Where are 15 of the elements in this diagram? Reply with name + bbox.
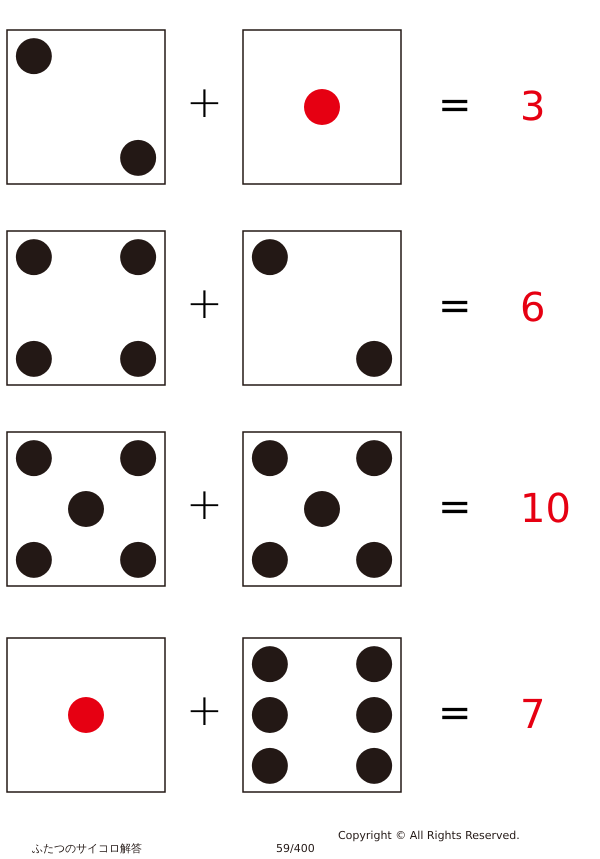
footer-title: ふたつのサイコロ解答 <box>32 843 142 854</box>
equals-sign: = <box>438 85 472 125</box>
answer-number: 3 <box>520 87 546 127</box>
equals-sign: = <box>438 286 472 326</box>
plus-sign: + <box>186 483 223 527</box>
page-number: 59/400 <box>276 843 315 854</box>
equals-sign: = <box>438 487 472 527</box>
plus-sign: + <box>186 282 223 326</box>
equals-sign: = <box>438 693 472 733</box>
plus-sign: + <box>186 689 223 733</box>
answer-number: 6 <box>520 288 546 328</box>
copyright-notice: Copyright © All Rights Reserved. <box>338 830 520 841</box>
answer-number: 10 <box>520 489 571 529</box>
answer-number: 7 <box>520 695 546 735</box>
plus-sign: + <box>186 81 223 125</box>
